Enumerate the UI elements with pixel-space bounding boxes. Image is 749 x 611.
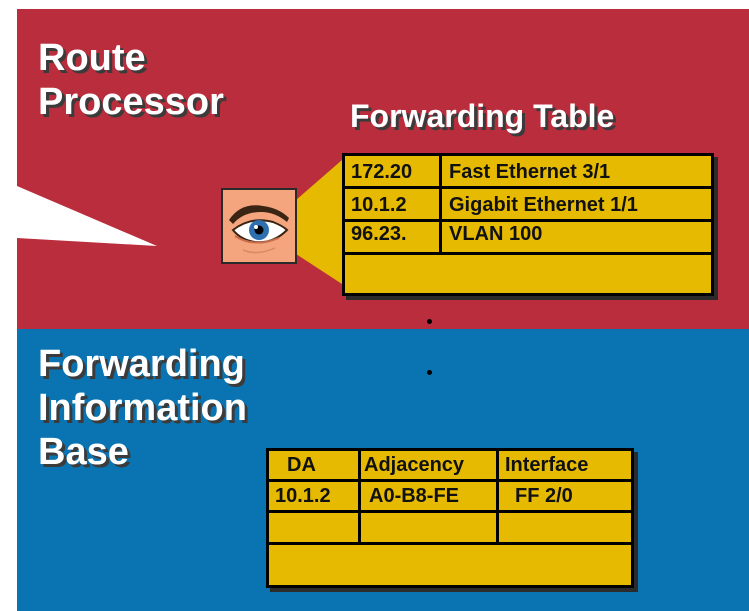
fib-header-interface: Interface [505,454,589,476]
fib-table: DA Adjacency Interface 10.1.2 A0-B8-FE F… [266,448,634,588]
interface-cell: Gigabit Ethernet 1/1 [449,194,638,216]
fib-da-cell [275,513,357,542]
white-beam [17,186,157,246]
table-row [269,545,631,582]
interface-cell [449,255,707,290]
forwarding-table-divider [439,156,442,255]
interface-cell: VLAN 100 [449,223,543,245]
continuation-dot [427,370,432,375]
route-processor-line1: Route [38,37,146,79]
table-row: 10.1.2 A0-B8-FE FF 2/0 [269,482,631,513]
prefix-cell: 10.1.2 [351,194,407,216]
table-row: 172.20 Fast Ethernet 3/1 [345,156,711,189]
fib-interface-cell: FF 2/0 [515,485,573,507]
fib-header-row: DA Adjacency Interface [269,451,631,482]
fib-column-divider [358,451,361,545]
view-cone [296,160,342,284]
fib-label-line3: Base [38,431,129,473]
forwarding-table: 172.20 Fast Ethernet 3/1 10.1.2 Gigabit … [342,153,714,296]
table-row [345,255,711,290]
fib-interface-cell [515,513,629,542]
fib-adjacency-cell: A0-B8-FE [369,485,460,507]
fib-label-line2: Information [38,387,247,429]
forwarding-table-title: Forwarding Table [350,98,615,134]
prefix-cell: 172.20 [351,161,413,183]
fib-header-da: DA [287,454,316,476]
table-row [269,513,631,545]
eye-icon [221,188,297,264]
fib-label-line1: Forwarding [38,343,245,385]
interface-cell: Fast Ethernet 3/1 [449,161,611,183]
continuation-dot [427,319,432,324]
fib-adjacency-cell [369,513,495,542]
fib-da-cell: 10.1.2 [275,485,331,507]
prefix-cell: 96.23. [351,223,407,245]
route-processor-label: Route Processor [38,36,224,124]
fib-header-adjacency: Adjacency [364,454,465,476]
table-row: 96.23. VLAN 100 [345,222,711,255]
table-row: 10.1.2 Gigabit Ethernet 1/1 [345,189,711,222]
route-processor-line2: Processor [38,81,224,123]
fib-column-divider [496,451,499,545]
fib-label: Forwarding Information Base [38,342,247,474]
prefix-cell [351,255,437,290]
